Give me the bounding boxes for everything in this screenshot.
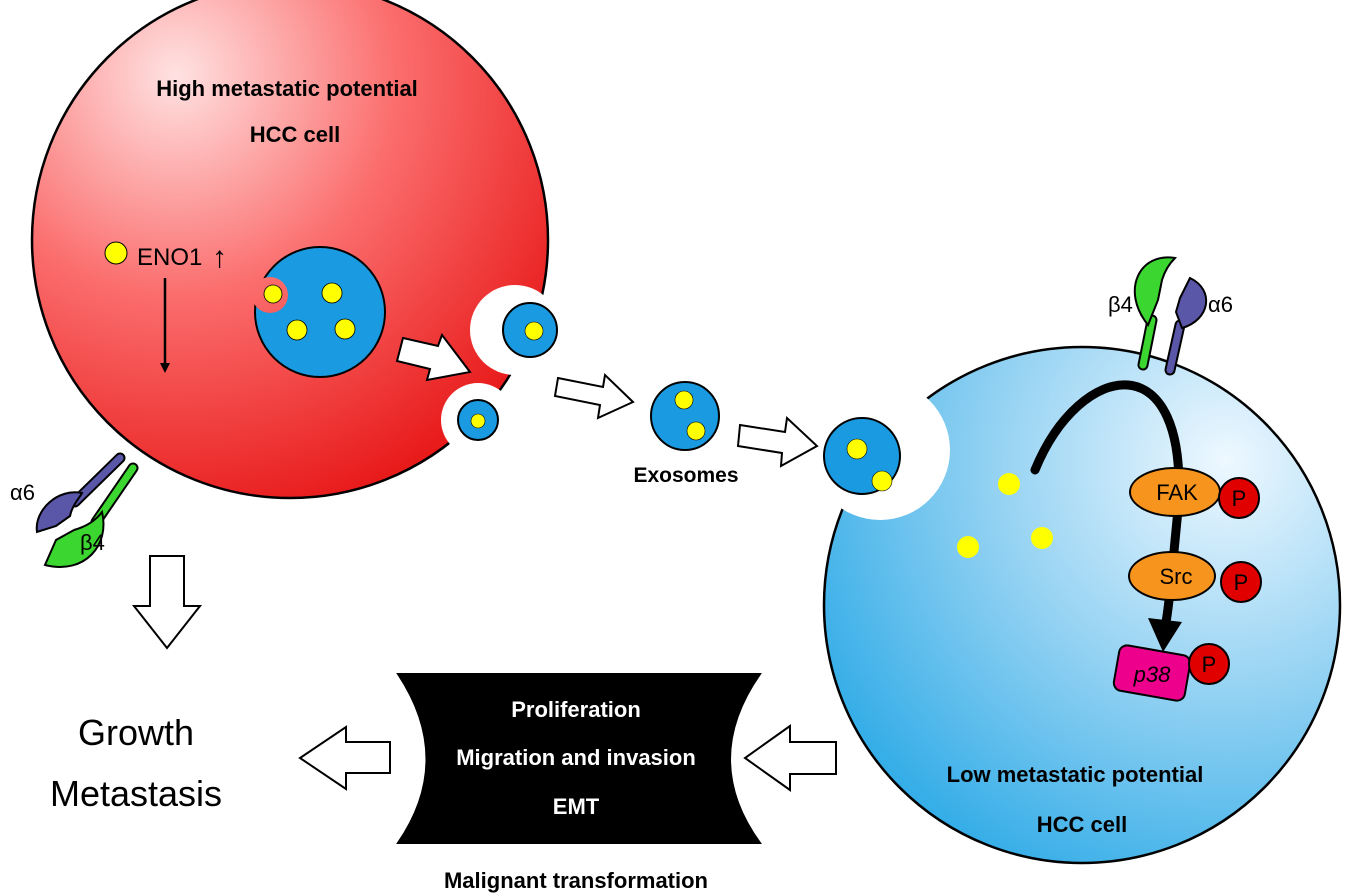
p38-node: p38 P <box>1112 643 1230 702</box>
effects-caption: Malignant transformation <box>444 868 708 893</box>
eno1-dot <box>334 318 356 340</box>
effect-proliferation: Proliferation <box>511 697 641 722</box>
effects-panel: Proliferation Migration and invasion EMT… <box>396 673 762 893</box>
low-cell-title-line1: Low metastatic potential <box>947 762 1204 787</box>
outcome-arrow <box>298 725 391 791</box>
eno1-dot <box>998 473 1020 495</box>
src-node: Src P <box>1128 551 1262 603</box>
beta4-subunit <box>43 509 105 568</box>
eno1-dot <box>104 241 128 265</box>
phospho-badge <box>1188 643 1230 685</box>
high-cell-outcome-arrow <box>131 555 203 650</box>
eno1-dot <box>674 390 694 410</box>
exosome-release: Exosomes <box>395 302 819 487</box>
eno1-dot <box>686 421 706 441</box>
eno1-dot <box>470 413 486 429</box>
high-metastatic-cell: High metastatic potential HCC cell ENO1 … <box>10 0 550 568</box>
eno1-dot <box>263 284 283 304</box>
outcome-metastasis: Metastasis <box>50 773 222 814</box>
low-metastatic-cell: β4 α6 FAK P Src P p38 P Low metastatic p… <box>822 256 1342 865</box>
effect-arrow-from-low-cell <box>743 724 837 792</box>
multivesicular-body <box>254 246 386 378</box>
eno1-label: ENO1 <box>137 244 202 271</box>
high-cell-title-line2: HCC cell <box>250 122 340 147</box>
exosomes-label: Exosomes <box>633 464 738 487</box>
beta4-label: β4 <box>80 530 105 555</box>
outcome-growth: Growth <box>78 712 194 753</box>
eno1-dot <box>871 470 893 492</box>
eno1-dot <box>524 321 544 341</box>
integrin-a6b4-low-cell <box>1133 256 1208 376</box>
alpha6-subunit <box>1174 276 1208 330</box>
phospho-badge <box>1218 477 1260 519</box>
phospho-label: P <box>1202 652 1217 677</box>
signaling-arrowhead <box>1148 618 1182 652</box>
low-cell-body <box>822 345 1342 865</box>
eno1-dot <box>846 438 868 460</box>
phospho-label: P <box>1232 486 1247 511</box>
alpha6-label: α6 <box>1208 292 1233 317</box>
beta4-label: β4 <box>1108 292 1133 317</box>
alpha6-subunit <box>35 491 84 534</box>
p38-label: p38 <box>1133 662 1171 687</box>
eno1-dot <box>1031 527 1053 549</box>
fak-node: FAK P <box>1129 467 1260 519</box>
integrin-a6b4-high-cell <box>35 452 139 568</box>
eno1-dot <box>286 319 308 341</box>
effect-migration-invasion: Migration and invasion <box>456 745 696 770</box>
effect-emt: EMT <box>553 794 600 819</box>
phospho-label: P <box>1234 570 1249 595</box>
src-label: Src <box>1160 564 1193 589</box>
phospho-badge <box>1220 561 1262 603</box>
high-cell-title-line1: High metastatic potential <box>156 76 418 101</box>
uptake-arrow <box>736 415 819 468</box>
effects-box <box>396 673 762 844</box>
high-cell-body <box>30 0 550 500</box>
low-cell-title-line2: HCC cell <box>1037 812 1127 837</box>
beta4-subunit <box>1133 256 1178 327</box>
eno1-up-arrow: ↑ <box>212 241 227 274</box>
alpha6-label: α6 <box>10 480 35 505</box>
eno1-dot <box>957 536 979 558</box>
transfer-arrow <box>553 372 635 420</box>
eno1-dot <box>321 282 343 304</box>
fak-label: FAK <box>1156 480 1198 505</box>
release-arrow <box>395 332 472 382</box>
